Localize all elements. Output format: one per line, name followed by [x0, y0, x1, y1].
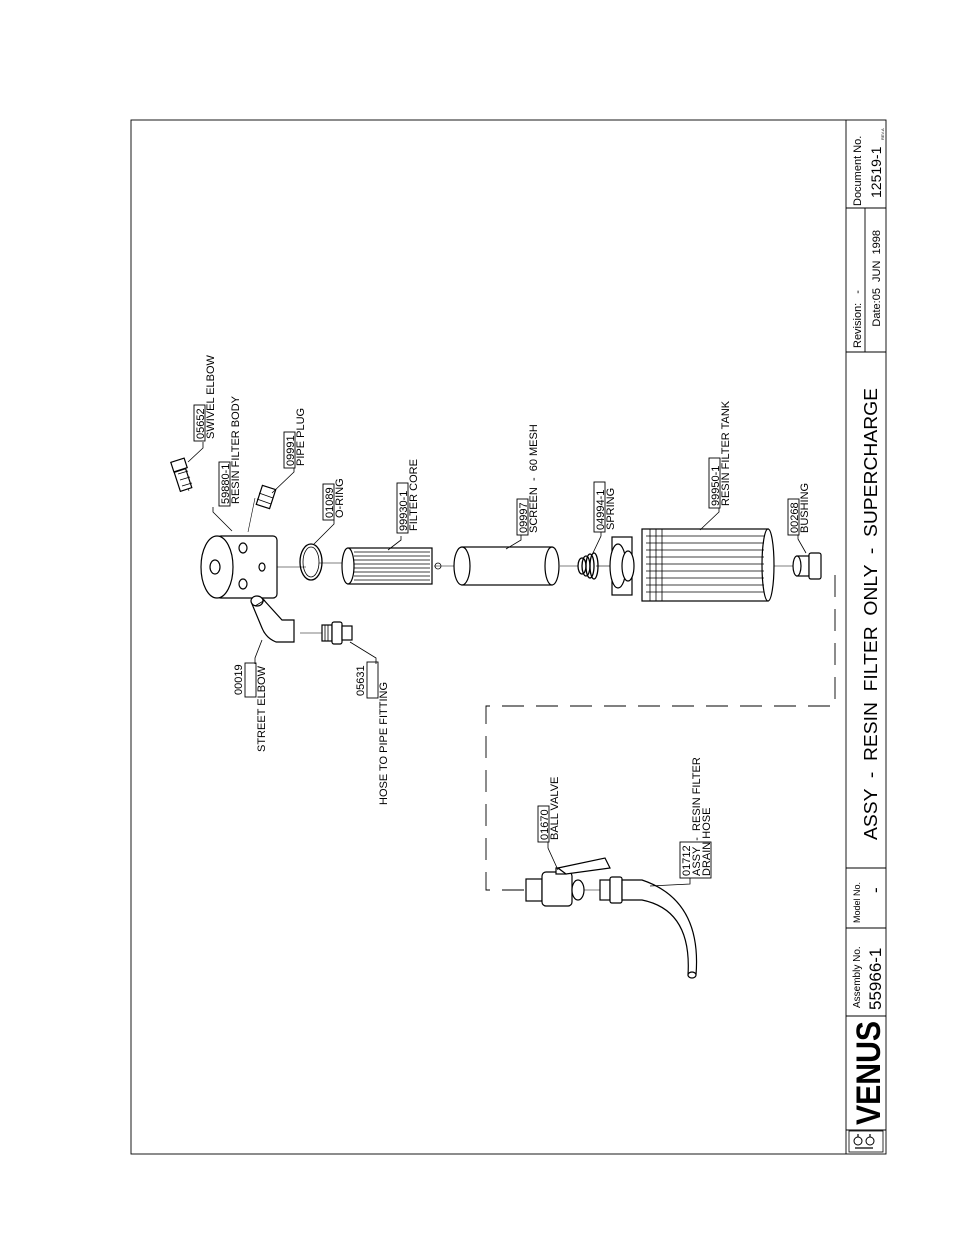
label-bushing-desc: BUSHING	[799, 483, 811, 533]
street-elbow-part	[250, 595, 295, 643]
drain-hose-part	[599, 876, 698, 979]
assembly-no-label: Assembly No.	[852, 946, 863, 1008]
label-hose-fitting-desc: HOSE TO PIPE FITTING	[378, 682, 390, 805]
venus-logo: VENUS	[848, 1021, 888, 1153]
label-street-elbow-desc: STREET ELBOW	[256, 665, 268, 752]
label-pipe-plug: 09991 PIPE PLUG	[283, 408, 307, 469]
spring-part	[577, 552, 599, 580]
label-o-ring-no: 01089	[324, 487, 336, 518]
date-label: Date:	[871, 300, 883, 326]
document-no: 12519-1	[868, 146, 884, 198]
ball-valve-part	[525, 857, 611, 907]
label-street-elbow: 00019 STREET ELBOW	[233, 662, 268, 752]
label-bushing: 00268 BUSHING	[787, 483, 811, 536]
revision-value: -	[852, 290, 864, 294]
label-o-ring-desc: O-RING	[334, 478, 346, 518]
label-pipe-plug-no: 09991	[285, 435, 297, 466]
label-resin-filter-tank-desc: RESIN FILTER TANK	[720, 400, 732, 506]
o-ring-part	[299, 543, 323, 581]
resin-filter-body-part	[200, 535, 278, 599]
label-resin-filter-tank: 99950-1 RESIN FILTER TANK	[708, 400, 732, 509]
label-ball-valve-desc: BALL VALVE	[549, 777, 561, 840]
label-resin-filter-body: 59880-1 RESIN FILTER BODY	[218, 395, 242, 507]
label-swivel-elbow: 05652 SWIVEL ELBOW	[193, 354, 217, 442]
label-drain-hose: 01712 ASSY - RESIN FILTER DRAIN HOSE	[679, 757, 713, 879]
label-hose-fitting-no: 05631	[355, 665, 367, 696]
label-filter-core-no: 99930-1	[398, 491, 410, 531]
filter-core-part	[341, 547, 442, 585]
part-labels: 05652 SWIVEL ELBOW 59880-1 RESIN FILTER …	[193, 354, 811, 879]
label-spring-no: 04994-1	[595, 490, 607, 530]
label-screen: 09997 SCREEN - 60 MESH	[516, 424, 540, 536]
label-resin-filter-body-desc: RESIN FILTER BODY	[230, 395, 242, 504]
label-filter-core: 99930-1 FILTER CORE	[396, 459, 420, 534]
revision-label-text: Revision:	[852, 303, 864, 348]
label-bushing-no: 00268	[789, 502, 801, 533]
label-drain-hose-desc: ASSY - RESIN FILTER	[691, 757, 703, 876]
drain-route-line	[485, 575, 836, 891]
label-hose-fitting: 05631 HOSE TO PIPE FITTING	[355, 661, 390, 805]
model-no-label: Model No.	[852, 882, 862, 923]
revision-label: Revision: -	[852, 290, 864, 348]
bushing-part	[792, 552, 822, 580]
hose-to-pipe-fitting-part	[321, 621, 353, 645]
page-mark: REV.A	[880, 128, 885, 140]
label-drain-hose-desc2: DRAIN HOSE	[701, 808, 713, 876]
label-ball-valve-no: 01670	[539, 809, 551, 840]
label-filter-core-desc: FILTER CORE	[408, 459, 420, 531]
label-drain-hose-no: 01712	[681, 845, 693, 876]
label-spring-desc: SPRING	[605, 488, 617, 530]
label-o-ring: 01089 O-RING	[322, 478, 346, 521]
screen-part	[453, 546, 560, 586]
label-swivel-elbow-desc: SWIVEL ELBOW	[205, 354, 217, 439]
document-no-label: Document No.	[852, 136, 864, 206]
drawing-title: ASSY - RESIN FILTER ONLY - SUPERCHARGE	[861, 388, 881, 840]
drawing-border	[130, 119, 887, 1155]
swivel-elbow-part	[170, 457, 193, 493]
model-no: -	[866, 887, 885, 893]
date-line: Date:05 JUN 1998	[871, 215, 883, 348]
label-pipe-plug-desc: PIPE PLUG	[295, 408, 307, 466]
pipe-plug-part	[255, 484, 277, 510]
label-resin-filter-body-no: 59880-1	[220, 464, 232, 504]
label-resin-filter-tank-no: 99950-1	[710, 466, 722, 506]
label-swivel-elbow-no: 05652	[195, 408, 207, 439]
logo-text: VENUS	[850, 1021, 888, 1125]
resin-filter-tank-part	[609, 528, 775, 602]
title-block: VENUS Assembly No. 55966-1 Model No. - A…	[845, 120, 888, 1154]
label-street-elbow-no: 00019	[233, 664, 245, 695]
date-value: 05 JUN 1998	[871, 230, 883, 300]
label-screen-no: 09997	[518, 502, 530, 533]
assembly-no: 55966-1	[866, 948, 885, 1010]
label-spring: 04994-1 SPRING	[593, 481, 617, 533]
label-screen-desc: SCREEN - 60 MESH	[528, 424, 540, 533]
label-ball-valve: 01670 BALL VALVE	[537, 777, 561, 843]
leader-lines	[187, 442, 807, 887]
